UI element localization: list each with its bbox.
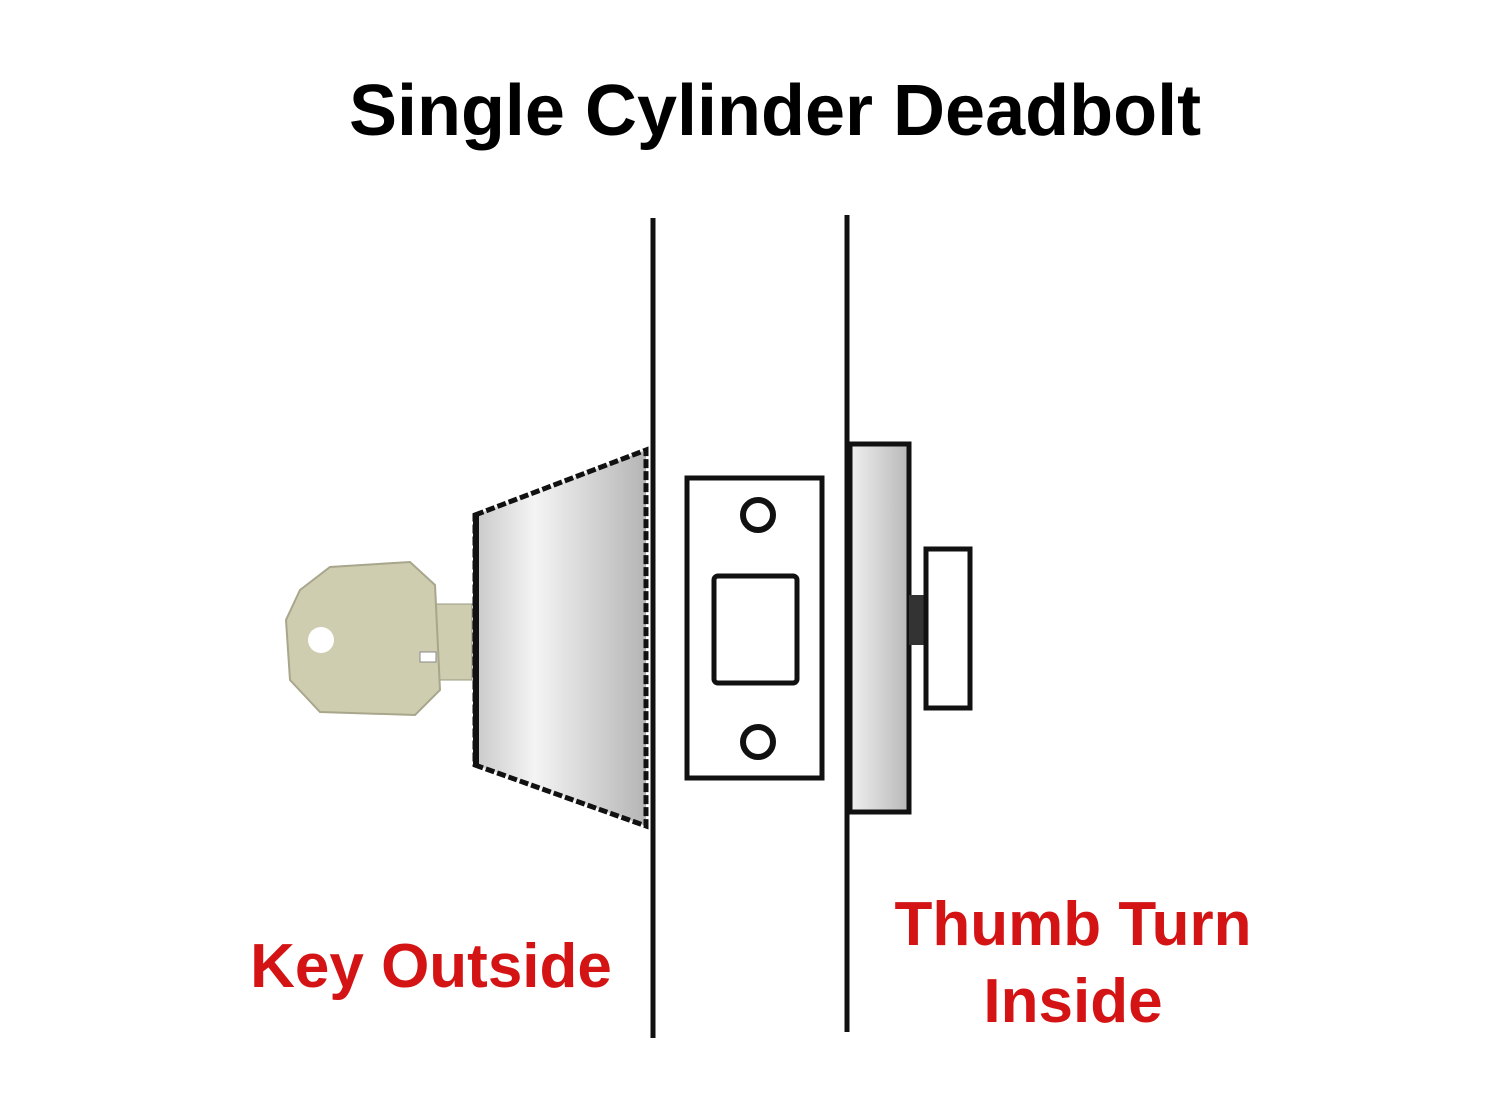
thumb-turn-shaft [909,595,927,645]
thumb-turn-label-line2: Inside [983,967,1162,1036]
screw-hole-bottom [740,724,776,760]
faceplate [684,475,825,781]
bolt-opening [711,573,800,686]
key-outside-label: Key Outside [250,932,612,1001]
exterior-cylinder [472,446,649,830]
diagram-title: Single Cylinder Deadbolt [349,71,1201,151]
thumb-turn-icon [923,546,973,711]
thumb-turn-label-line1: Thumb Turn [895,890,1252,959]
screw-hole-top [740,497,776,533]
interior-rose [847,441,912,815]
key-icon [284,560,473,717]
